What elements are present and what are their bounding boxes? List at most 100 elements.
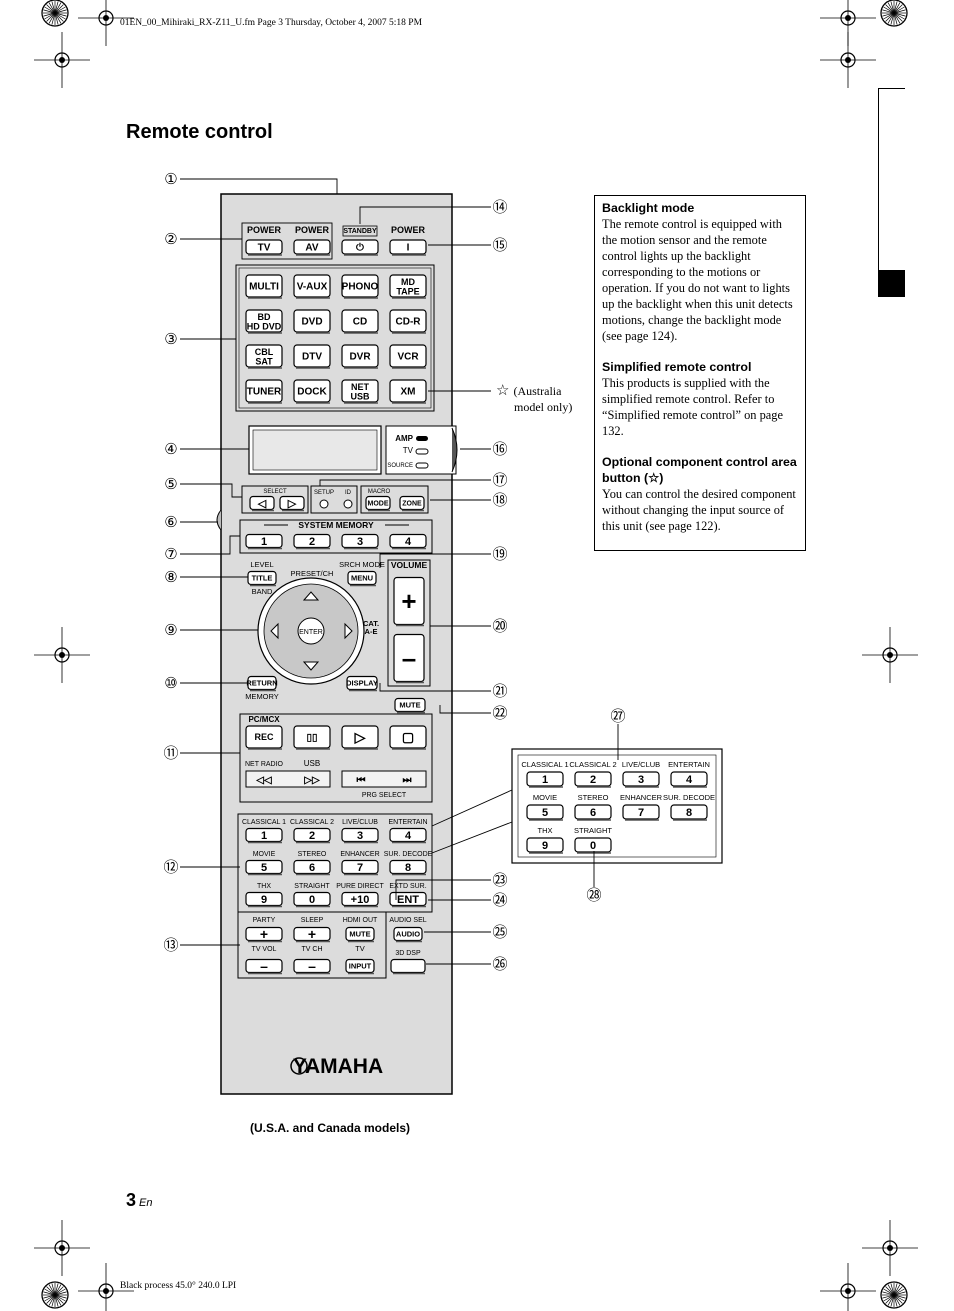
sound-field-button-plus10[interactable] [341,891,379,908]
power-button-1[interactable] [293,239,331,256]
sound-field-button-3[interactable] [341,827,379,844]
inset-button-4[interactable] [670,771,708,788]
cursor-up-icon[interactable] [302,591,320,601]
input-button-dock[interactable] [293,379,331,404]
volume-up-button[interactable] [393,576,425,627]
input-button-cbl-sat[interactable] [245,344,283,369]
inset-button-8[interactable] [670,804,708,821]
zone-button[interactable] [399,495,425,512]
inset-button-3[interactable] [622,771,660,788]
volume-down-button[interactable] [393,633,425,684]
memory-button-4[interactable] [389,533,427,550]
input-button[interactable] [345,958,375,975]
input-button-v-aux[interactable] [293,274,331,299]
input-button-multi[interactable] [245,274,283,299]
australia-note: ☆(Australia model only) [496,383,572,415]
input-button-bd-hd dvd[interactable] [245,309,283,334]
input-button-cd-r[interactable] [389,309,427,334]
cursor-down-icon[interactable] [302,661,320,671]
menu-button[interactable] [347,570,377,587]
audio-button[interactable] [393,926,423,943]
input-button-cd[interactable] [341,309,379,334]
callout-6: ⑥ [164,514,177,531]
pause-button[interactable] [293,725,331,750]
enter-button[interactable] [297,617,325,645]
corner-ray [883,1294,895,1302]
display-button[interactable] [346,675,378,692]
corner-ray [890,12,895,25]
corner-ray [885,12,895,22]
setup-button[interactable] [319,499,329,509]
sound-field-button-5[interactable] [245,859,283,876]
sound-field-button-4[interactable] [389,827,427,844]
input-button-vcr[interactable] [389,344,427,369]
tv-ch-down-button[interactable] [293,958,331,975]
callout-line-19 [379,553,491,568]
title-button[interactable] [247,570,277,587]
callout-9: ⑨ [164,622,177,639]
inset-button-6[interactable] [574,804,612,821]
sound-field-button-8-label: 8 [405,862,411,874]
input-button-md-tape-label: TAPE [396,287,419,297]
inset-button-2[interactable] [574,771,612,788]
memory-button-3[interactable] [341,533,379,550]
callout-28: ㉘ [586,887,601,904]
select-left-button[interactable] [249,495,275,512]
tv-ch-up-button[interactable] [293,926,331,943]
memory-button-2[interactable] [293,533,331,550]
cursor-left-icon[interactable] [270,622,279,640]
input-button-dtv[interactable] [293,344,331,369]
input-button-md-tape[interactable] [389,274,427,299]
mode-button[interactable] [365,495,391,512]
tv-vol-down-button[interactable] [245,958,283,975]
sound-field-button-8[interactable] [389,859,427,876]
input-button-net-usb[interactable] [341,379,379,404]
side-wheel [216,509,222,531]
power-button-2[interactable] [341,239,379,256]
input-button-bd-hd dvd-label: BD [258,312,271,322]
rec-button[interactable] [245,725,283,750]
search-rocker[interactable] [245,770,331,788]
sound-field-button-9[interactable] [245,891,283,908]
pcmcx-label: PC/MCX [248,715,280,724]
inset-button-9[interactable] [526,837,564,854]
cursor-right-icon[interactable] [344,622,353,640]
dsp-button[interactable] [390,958,426,975]
memory-button-1[interactable] [245,533,283,550]
select-right-button[interactable] [279,495,305,512]
mute-button[interactable] [394,697,426,714]
id-button[interactable] [343,499,353,509]
input-button-tuner[interactable] [245,379,283,404]
inset-button-0[interactable] [574,837,612,854]
simplified-text: This products is supplied with the simpl… [602,376,783,438]
skip-rocker[interactable] [341,770,427,788]
skip-forward-icon: ⏭ [403,775,412,786]
corner-ray [46,4,56,14]
sound-field-button-6[interactable] [293,859,331,876]
registration-mark-8-ring [98,1283,114,1299]
preset-label: PRESET/CH [291,569,334,578]
input-button-phono[interactable] [341,274,379,299]
volume-up-button-label: + [401,586,416,616]
input-button-dvr[interactable] [341,344,379,369]
tv-vol-label: TV VOL [252,946,277,953]
sound-field-button-1[interactable] [245,827,283,844]
input-button-dvd[interactable] [293,309,331,334]
inset-button-1[interactable] [526,771,564,788]
tv-mute-button[interactable] [345,926,375,943]
input-button-dock-label: DOCK [297,387,327,398]
inset-button-5[interactable] [526,804,564,821]
sound-field-button-7[interactable] [341,859,379,876]
sound-field-button-ent[interactable] [389,891,427,908]
stop-button[interactable] [389,725,427,750]
corner-ray [885,1294,895,1304]
inset-zoom-line-top [431,789,513,827]
sound-field-button-0[interactable] [293,891,331,908]
play-button[interactable] [341,725,379,750]
inset-button-7[interactable] [622,804,660,821]
input-button-xm[interactable] [389,379,427,404]
sound-field-button-2[interactable] [293,827,331,844]
power-button-0[interactable] [245,239,283,256]
tv-vol-up-button[interactable] [245,926,283,943]
power-button-3[interactable] [389,239,427,256]
